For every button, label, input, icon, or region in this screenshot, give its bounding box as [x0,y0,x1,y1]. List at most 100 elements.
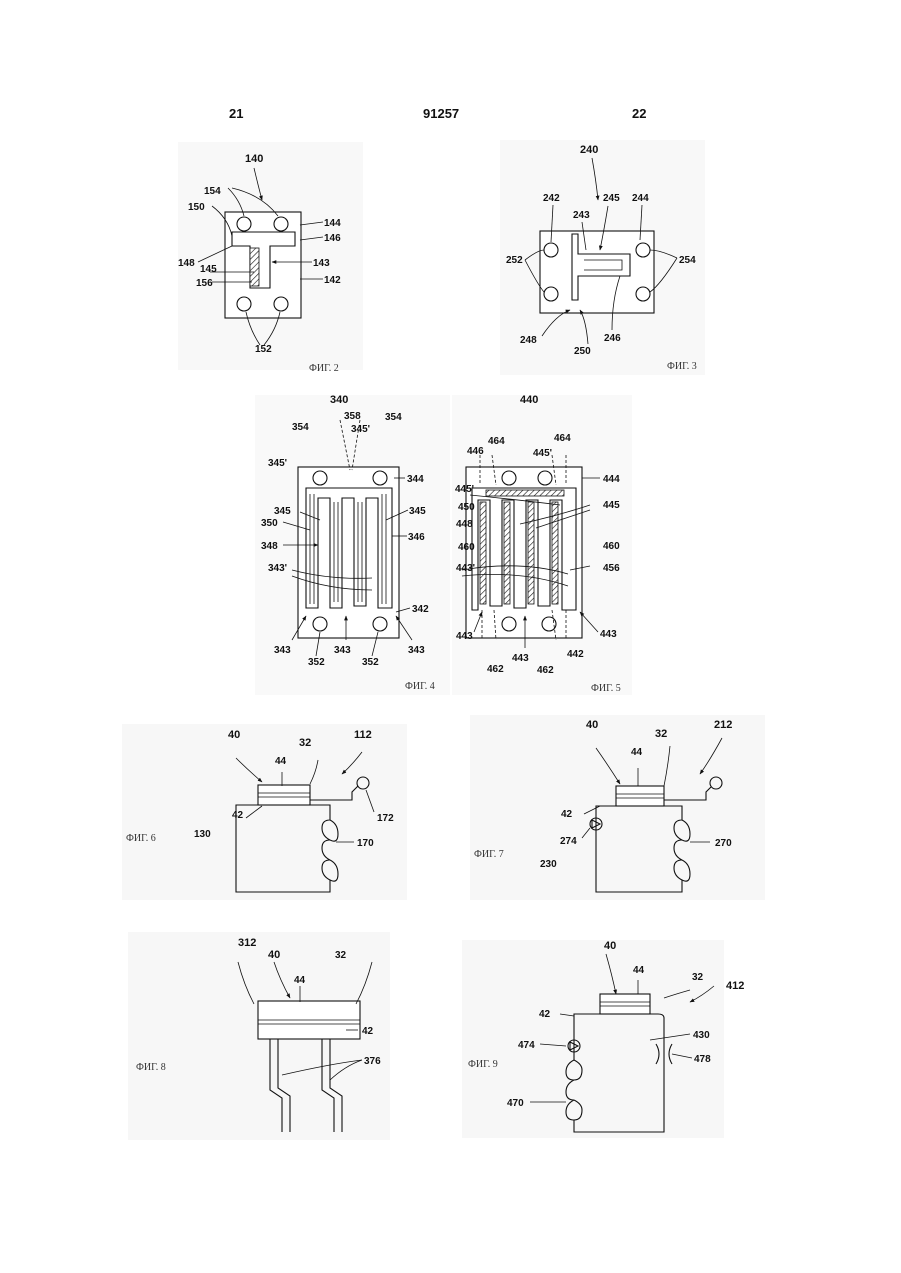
fig8-ref-312: 312 [238,937,256,949]
fig5-ref-456: 456 [603,563,620,574]
fig4-ref-345prime-top: 345' [351,424,370,435]
fig2-ref-154: 154 [204,186,221,197]
figure-9: 40 44 32 412 42 430 474 478 470 ФИГ. 9 [462,940,744,1138]
fig5-ref-443-mid: 443 [512,653,529,664]
fig3-ref-245: 245 [603,193,620,204]
fig9-ref-470: 470 [507,1098,524,1109]
fig6-ref-32: 32 [299,737,311,749]
fig3-ref-250: 250 [574,346,591,357]
figure-6: 40 32 112 44 42 172 130 170 ФИГ. 6 [122,724,407,900]
fig6-caption: ФИГ. 6 [126,833,156,844]
fig9-ref-412: 412 [726,980,744,992]
fig5-ref-460-left: 460 [458,542,475,553]
fig6-ref-172: 172 [377,813,394,824]
fig3-ref-242: 242 [543,193,560,204]
fig2-ref-148: 148 [178,258,195,269]
fig9-ref-40: 40 [604,940,616,952]
fig7-ref-212: 212 [714,719,732,731]
fig8-ref-42: 42 [362,1026,374,1037]
fig8-ref-44: 44 [294,975,306,986]
fig2-ref-150: 150 [188,202,205,213]
fig6-ref-44: 44 [275,756,287,767]
fig9-ref-474: 474 [518,1040,535,1051]
fig7-caption: ФИГ. 7 [474,849,504,860]
fig4-ref-343prime: 343' [268,563,287,574]
fig9-ref-42: 42 [539,1009,551,1020]
fig9-ref-44: 44 [633,965,645,976]
fig4-ref-358: 358 [344,411,361,422]
fig3-ref-248: 248 [520,335,537,346]
fig4-ref-354-left: 354 [292,422,309,433]
fig8-ref-40: 40 [268,949,280,961]
fig4-ref-343-a: 343 [274,645,291,656]
fig3-ref-246: 246 [604,333,621,344]
fig6-ref-130: 130 [194,829,211,840]
fig2-ref-145: 145 [200,264,217,275]
fig5-ref-444: 444 [603,474,620,485]
fig4-ref-344: 344 [407,474,424,485]
fig2-ref-142: 142 [324,275,341,286]
fig5-ref-462-left: 462 [487,664,504,675]
fig8-caption: ФИГ. 8 [136,1062,166,1073]
fig4-ref-340: 340 [330,394,348,406]
fig9-ref-32: 32 [692,972,704,983]
fig8-ref-32: 32 [335,950,347,961]
fig2-ref-156: 156 [196,278,213,289]
fig5-ref-446: 446 [467,446,484,457]
figure-3: 240 242 245 244 243 252 254 246 248 250 … [500,140,705,375]
fig4-caption: ФИГ. 4 [405,681,435,692]
figure-8: 312 40 44 32 42 376 ФИГ. 8 [128,932,390,1140]
fig4-ref-343-b: 343 [334,645,351,656]
fig4-ref-342: 342 [412,604,429,615]
fig4-ref-354-right: 354 [385,412,402,423]
fig5-ref-443prime: 443' [456,563,475,574]
fig4-ref-352-b: 352 [362,657,379,668]
fig3-ref-254: 254 [679,255,696,266]
fig5-caption: ФИГ. 5 [591,683,621,694]
fig7-ref-230: 230 [540,859,557,870]
fig4-ref-350: 350 [261,518,278,529]
fig4-ref-345prime-left: 345' [268,458,287,469]
fig6-ref-170: 170 [357,838,374,849]
fig3-ref-243: 243 [573,210,590,221]
fig7-ref-32: 32 [655,728,667,740]
fig3-ref-240: 240 [580,144,598,156]
fig6-ref-42: 42 [232,810,244,821]
fig5-ref-460-right: 460 [603,541,620,552]
fig5-ref-445prime-top: 445' [533,448,552,459]
fig4-ref-345-right: 345 [409,506,426,517]
fig2-ref-144: 144 [324,218,341,229]
fig5-ref-445prime-left: 445' [455,484,474,495]
fig3-caption: ФИГ. 3 [667,361,697,372]
fig3-ref-252: 252 [506,255,523,266]
figure-7: 40 32 212 44 42 274 270 230 ФИГ. 7 [470,715,765,900]
fig9-ref-478: 478 [694,1054,711,1065]
fig6-ref-112: 112 [354,729,372,741]
fig5-ref-450: 450 [458,502,475,513]
fig9-ref-430: 430 [693,1030,710,1041]
figure-5: 440 446 464 445' 464 444 445' 445 450 44… [452,394,632,695]
fig3-ref-244: 244 [632,193,649,204]
fig5-ref-464-right: 464 [554,433,571,444]
figure-2: 140 154 150 144 146 148 145 143 156 142 … [178,142,363,374]
fig4-ref-352-a: 352 [308,657,325,668]
fig5-ref-440: 440 [520,394,538,406]
fig2-ref-146: 146 [324,233,341,244]
fig7-ref-270: 270 [715,838,732,849]
figure-4: 340 354 358 345' 354 345' 344 345 345 35… [255,394,450,695]
fig5-ref-464-left: 464 [488,436,505,447]
fig7-ref-274: 274 [560,836,577,847]
fig6-ref-40: 40 [228,729,240,741]
fig5-ref-462-right: 462 [537,665,554,676]
fig7-ref-42: 42 [561,809,573,820]
fig5-ref-445-right: 445 [603,500,620,511]
fig7-ref-40: 40 [586,719,598,731]
fig2-ref-140: 140 [245,153,263,165]
fig8-ref-376: 376 [364,1056,381,1067]
fig2-ref-143: 143 [313,258,330,269]
fig4-ref-346: 346 [408,532,425,543]
fig7-ref-44: 44 [631,747,643,758]
fig2-ref-152: 152 [255,344,272,355]
fig4-ref-345-left: 345 [274,506,291,517]
